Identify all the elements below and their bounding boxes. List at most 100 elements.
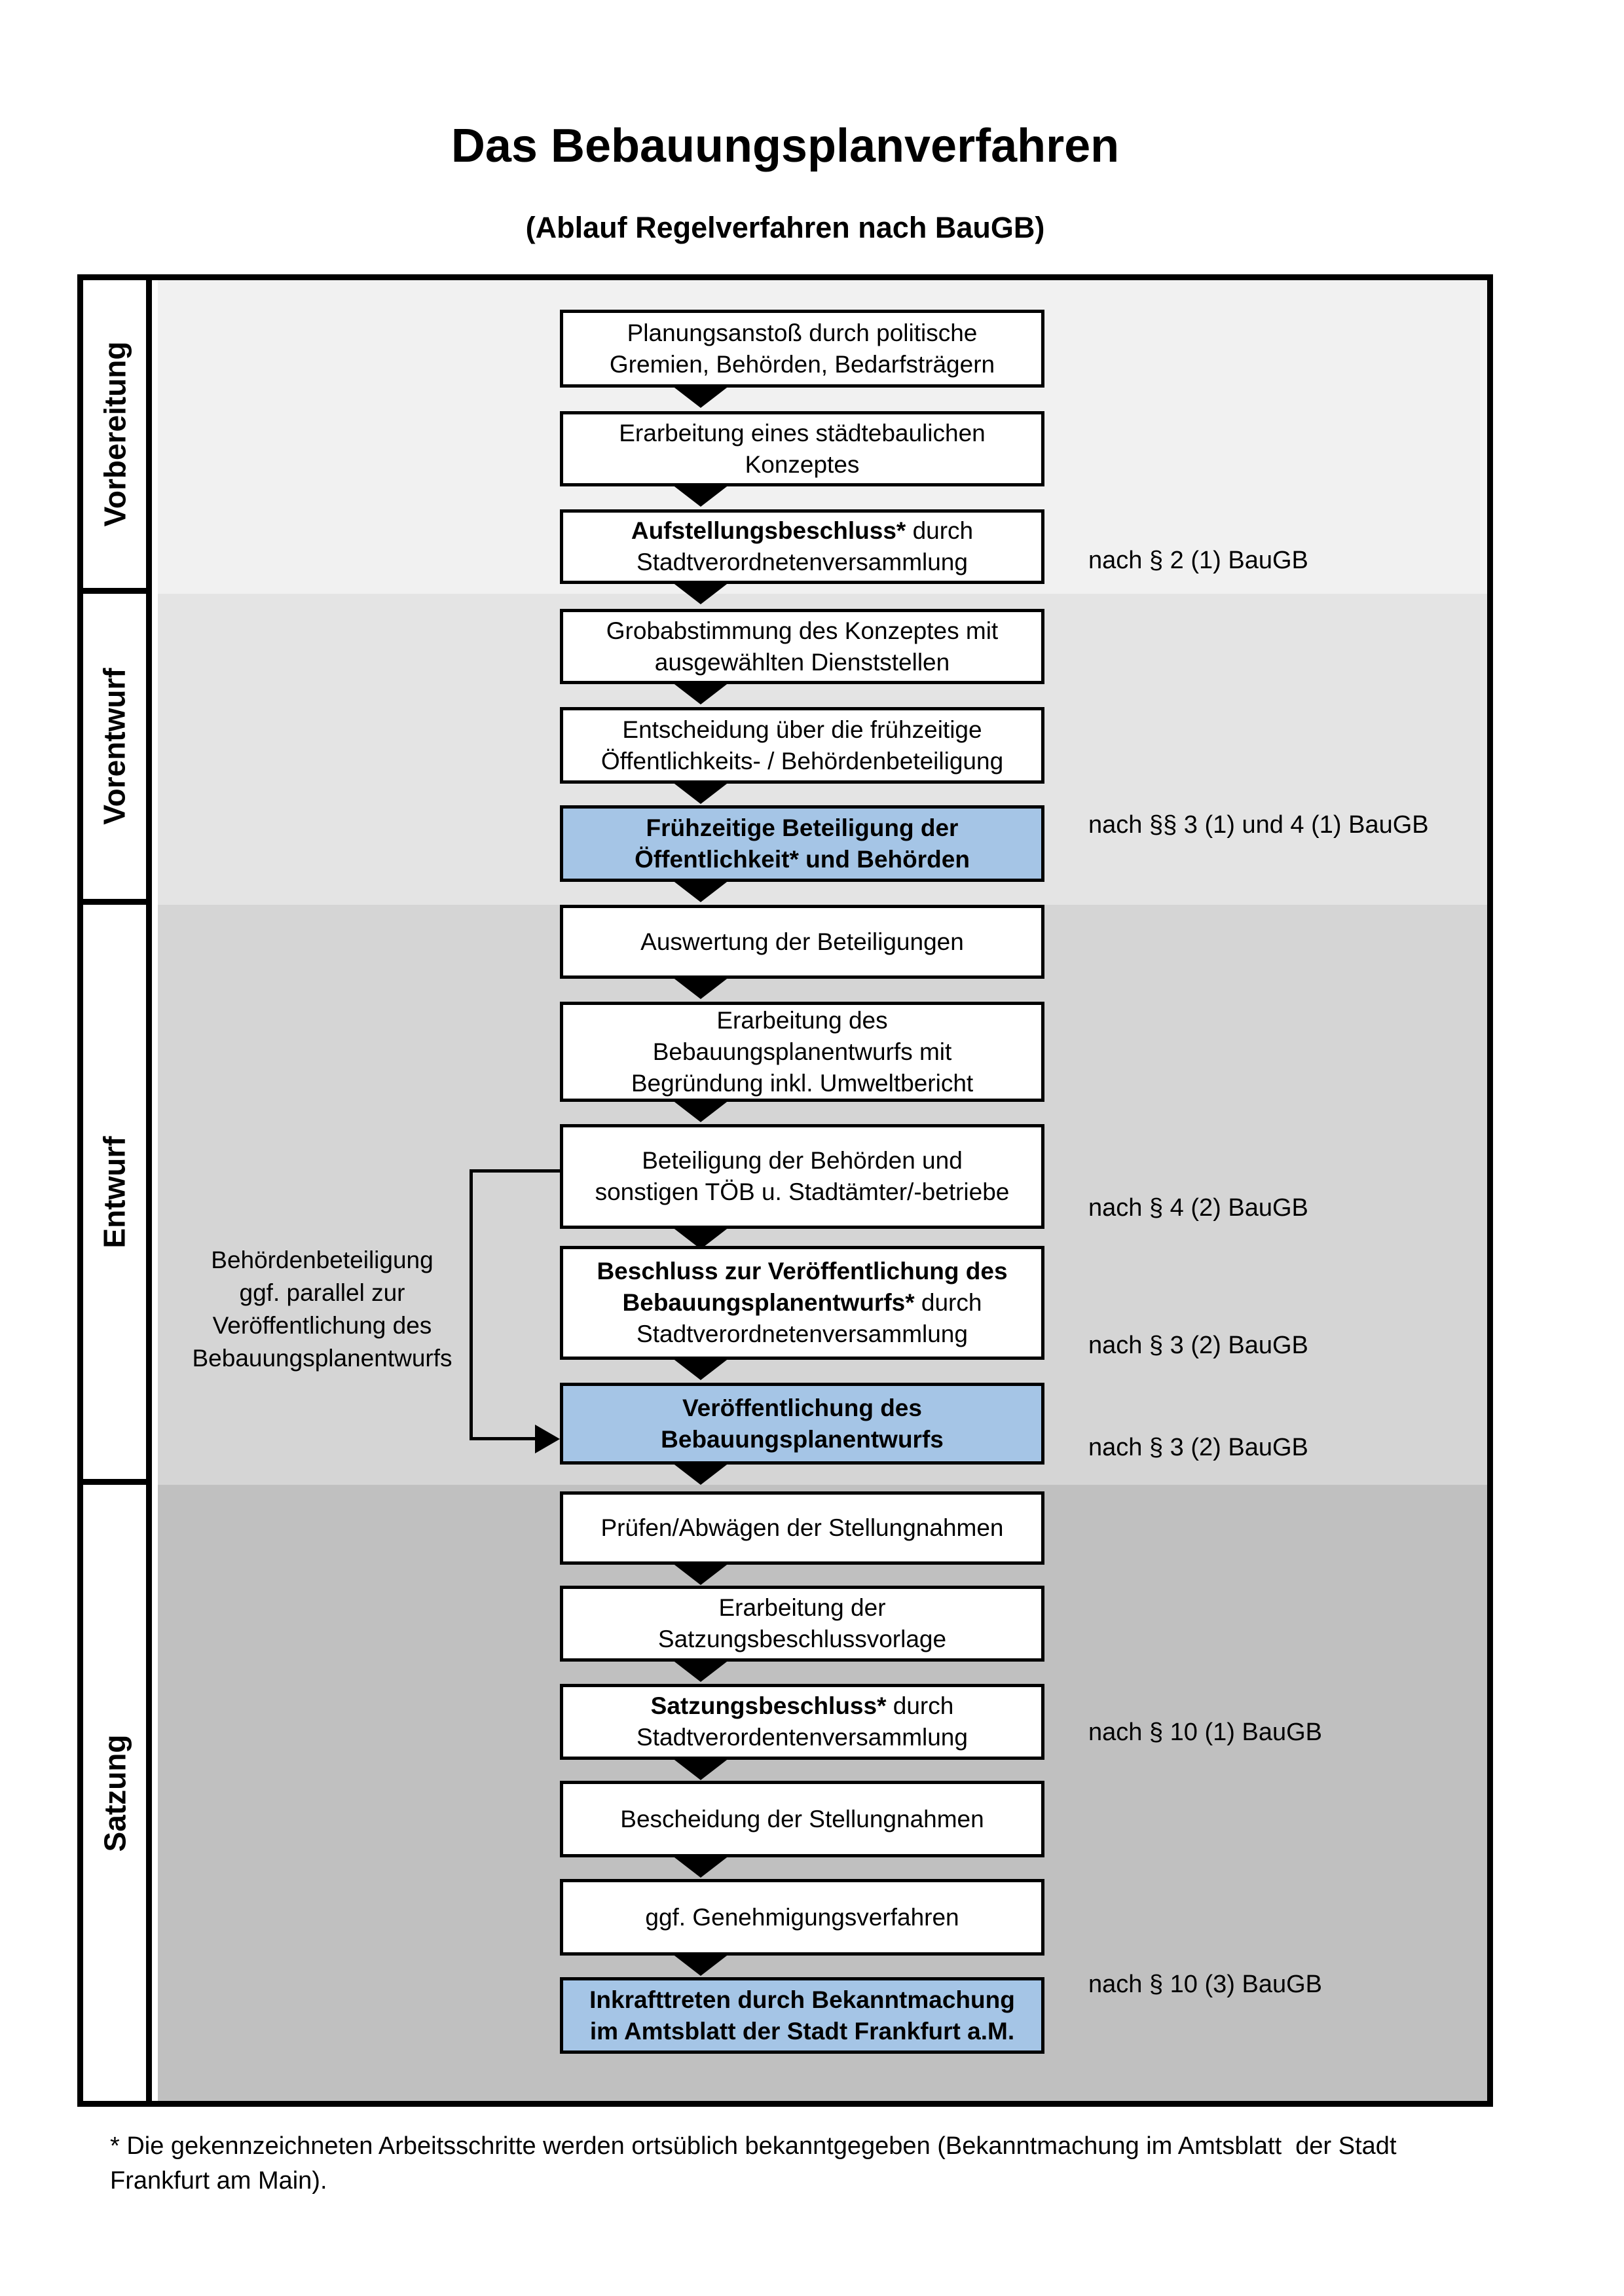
flow-box-text: durch <box>886 1692 954 1719</box>
down-arrow-icon <box>672 582 729 604</box>
down-arrow-icon <box>672 1100 729 1122</box>
flow-box-text: Begründung inkl. Umweltbericht <box>631 1069 974 1097</box>
flow-box-line: Erarbeitung der <box>718 1592 885 1624</box>
flow-box-line: Beteiligung der Behörden und <box>642 1145 963 1176</box>
flow-box-text: Stadtverordnetenversammlung <box>637 1321 968 1347</box>
down-arrow-icon <box>672 484 729 507</box>
flow-box-text: durch <box>914 1289 982 1316</box>
flow-box-line: Stadtverordnetenversammlung <box>637 547 968 578</box>
down-arrow-icon <box>672 880 729 902</box>
bracket-bottom-segment <box>470 1437 538 1440</box>
flow-box-beteiligung-behoerden: Beteiligung der Behörden und sonstigen TÖ… <box>560 1124 1044 1229</box>
flow-box-line: Inkrafttreten durch Bekanntmachung <box>589 1984 1015 2016</box>
down-arrow-icon <box>672 1660 729 1682</box>
flow-box-text: Erarbeitung des <box>716 1006 888 1034</box>
flow-box-text: Stadtverordnetenversammlung <box>637 549 968 575</box>
flow-box-text: Planungsanstoß durch politische <box>627 319 978 346</box>
down-arrow-icon <box>672 1358 729 1380</box>
phase-label-satzung: Satzung <box>98 1734 132 1851</box>
flow-box-line: Frühzeitige Beteiligung der <box>646 812 959 844</box>
down-arrow-icon <box>672 977 729 999</box>
down-arrow-icon <box>672 682 729 704</box>
flow-box-text: Gremien, Behörden, Bedarfsträgern <box>609 350 995 378</box>
flow-box-text: ggf. Genehmigungsverfahren <box>645 1903 959 1931</box>
footnote-line: * Die gekennzeichneten Arbeitsschritte w… <box>110 2132 1397 2160</box>
down-arrow-icon <box>672 386 729 408</box>
flow-box-text: durch <box>906 517 974 544</box>
flow-box-text: durch Bekanntmachung <box>731 1986 1015 2013</box>
legal-ref: nach §§ 3 (1) und 4 (1) BauGB <box>1088 811 1429 839</box>
flow-box-auswertung: Auswertung der Beteiligungen <box>560 905 1044 979</box>
flow-box-text: Bescheidung der Stellungnahmen <box>620 1805 984 1832</box>
side-note-line: Veröffentlichung des <box>212 1312 432 1339</box>
side-note-line: Bebauungsplanentwurfs <box>192 1345 452 1372</box>
phase-label-entwurf: Entwurf <box>98 1135 132 1248</box>
flow-box-line: Veröffentlichung des <box>682 1393 922 1424</box>
flow-box-text: Stadtverordentenversammlung <box>637 1724 968 1751</box>
phase-cell-vorbereitung: Vorbereitung <box>83 280 152 594</box>
footnote-line: Frankfurt am Main). <box>110 2167 327 2195</box>
flow-box-text: Auswertung der Beteiligungen <box>640 928 964 955</box>
side-note-line: ggf. parallel zur <box>239 1279 405 1306</box>
flow-box-line: Öffentlichkeits- / Behördenbeteiligung <box>601 746 1003 777</box>
phase-label-vorbereitung: Vorbereitung <box>98 341 132 527</box>
flow-box-pruefen-abwaegen: Prüfen/Abwägen der Stellungnahmen <box>560 1491 1044 1565</box>
flow-box-text: ausgewählten Dienststellen <box>654 648 950 676</box>
flow-box-line: Prüfen/Abwägen der Stellungnahmen <box>600 1512 1003 1544</box>
flow-box-text: Beschluss zur Veröffentlichung des <box>597 1258 1008 1285</box>
flow-box-line: Stadtverordnetenversammlung <box>637 1319 968 1350</box>
right-arrowhead-icon <box>535 1425 560 1453</box>
flow-box-text: Beteiligung der Behörden und <box>642 1147 963 1174</box>
flow-box-text: Bebauungsplanentwurfs mit <box>652 1038 952 1065</box>
flow-box-text: Bebauungsplanentwurfs* <box>622 1289 915 1316</box>
flow-box-line: Erarbeitung eines städtebaulichen <box>619 418 986 449</box>
flow-box-text: Entscheidung über die frühzeitige <box>622 716 982 743</box>
flow-box-line: Begründung inkl. Umweltbericht <box>631 1068 973 1099</box>
flow-box-line: sonstigen TÖB u. Stadtämter/-betriebe <box>595 1176 1010 1208</box>
flow-box-text: Grobabstimmung des Konzeptes mit <box>606 617 999 644</box>
legal-ref: nach § 10 (3) BauGB <box>1088 1971 1322 1998</box>
flow-box-text: Frühzeitige Beteiligung der <box>646 814 959 841</box>
flow-box-line: im Amtsblatt der Stadt Frankfurt a.M. <box>590 2016 1014 2047</box>
down-arrow-icon <box>672 1855 729 1878</box>
flow-box-text: Erarbeitung eines städtebaulichen <box>619 419 986 446</box>
flow-box-text: Aufstellungsbeschluss* <box>631 517 906 544</box>
down-arrow-icon <box>672 1954 729 1976</box>
down-arrow-icon <box>672 1758 729 1780</box>
flow-box-line: Bebauungsplanentwurfs mit <box>653 1036 952 1068</box>
flow-box-line: Satzungsbeschluss* durch <box>651 1690 954 1722</box>
page-subtitle: (Ablauf Regelverfahren nach BauGB) <box>525 211 1045 244</box>
flow-box-line: Bebauungsplanentwurfs* durch <box>623 1287 982 1319</box>
phase-label-vorentwurf: Vorentwurf <box>98 668 132 825</box>
flow-box-genehmigungsverfahren: ggf. Genehmigungsverfahren <box>560 1879 1044 1956</box>
down-arrow-icon <box>672 782 729 804</box>
flow-box-line: Planungsanstoß durch politische <box>627 318 978 349</box>
flow-box-line: Aufstellungsbeschluss* durch <box>631 515 973 547</box>
flow-box-text: Erarbeitung der <box>718 1594 886 1621</box>
side-note-line: Behördenbeteiligung <box>211 1247 434 1273</box>
down-arrow-icon <box>672 1227 729 1249</box>
flow-box-line: Bescheidung der Stellungnahmen <box>620 1804 984 1835</box>
flow-box-text: Satzungsbeschlussvorlage <box>657 1626 947 1652</box>
legal-ref: nach § 10 (1) BauGB <box>1088 1719 1322 1746</box>
flow-box-line: Bebauungsplanentwurfs <box>661 1424 944 1455</box>
flow-box-grobabstimmung: Grobabstimmung des Konzeptes mit ausgewäh… <box>560 609 1044 684</box>
flow-box-line: Erarbeitung des <box>716 1005 887 1036</box>
flow-box-line: Satzungsbeschlussvorlage <box>658 1624 946 1655</box>
flow-box-line: Grobabstimmung des Konzeptes mit <box>606 615 998 647</box>
flow-box-text: sonstigen TÖB u. Stadtämter/-betriebe <box>595 1178 1010 1205</box>
flow-box-line: Stadtverordentenversammlung <box>637 1722 968 1753</box>
